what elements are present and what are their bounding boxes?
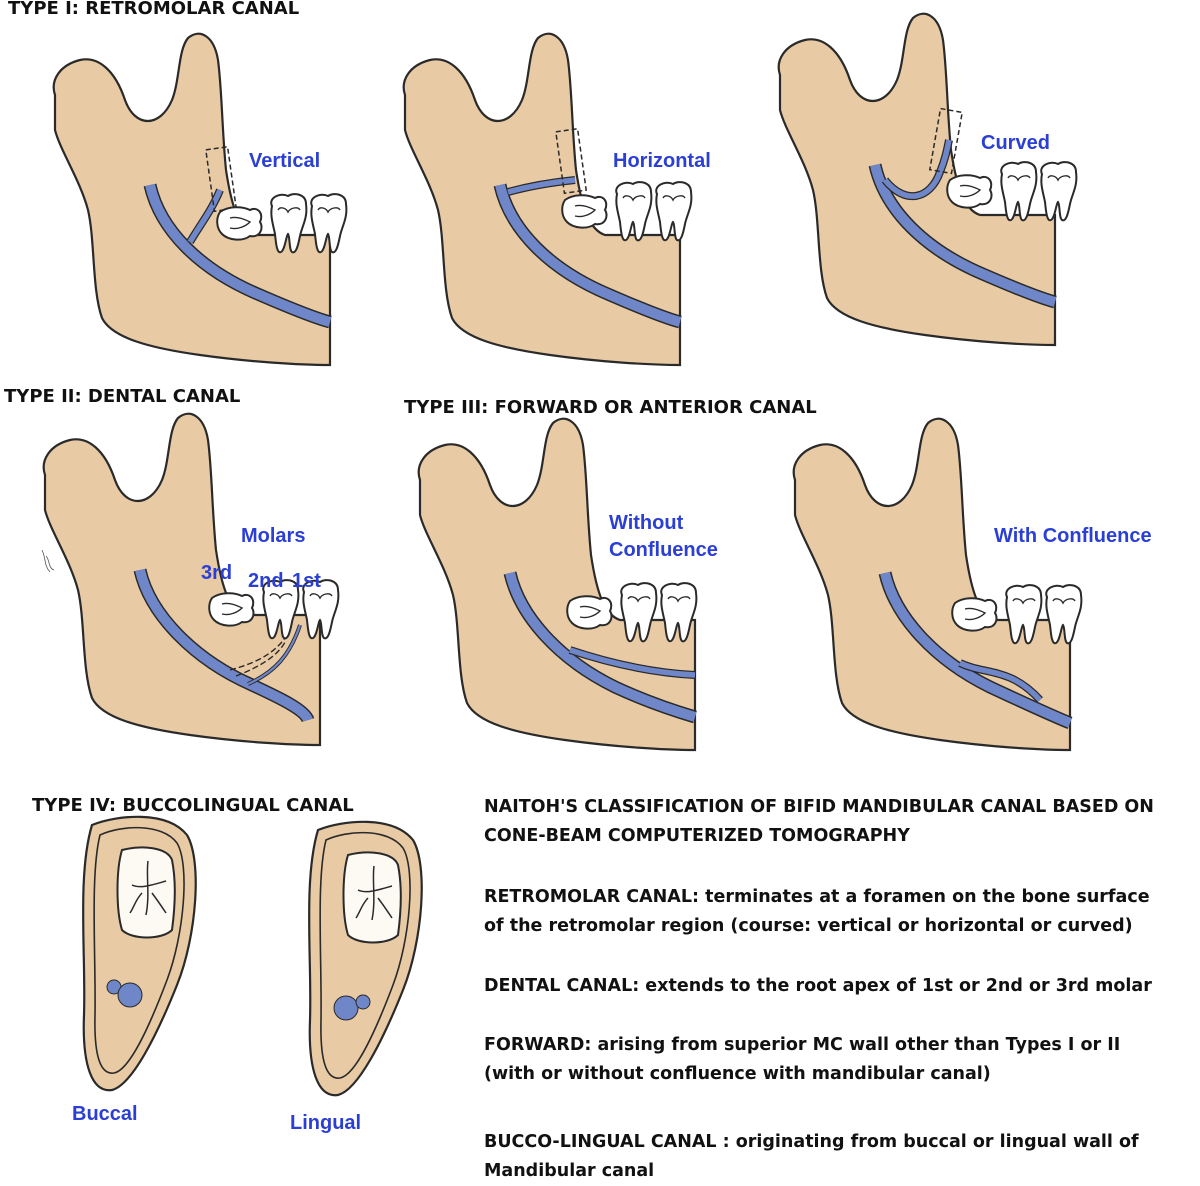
type1-horizontal-panel (402, 32, 692, 367)
label-3rd-molar: 3rd (201, 562, 233, 584)
type3-without-confluence-panel (417, 417, 697, 752)
legend-text-line2: (with or without confluence with mandibu… (484, 1064, 991, 1084)
legend-item-retromolar: RETROMOLAR CANAL: terminates at a forame… (484, 883, 1196, 941)
legend-text: arising from superior MC wall other than… (591, 1035, 1121, 1055)
legend-item-dental: DENTAL CANAL: extends to the root apex o… (484, 972, 1196, 1001)
legend-heading: NAITOH'S CLASSIFICATION OF BIFID MANDIBU… (484, 793, 1196, 851)
label-1st-molar: 1st (292, 570, 321, 592)
label-lingual: Lingual (290, 1112, 362, 1134)
type4-buccal-cross-section (82, 815, 197, 1092)
legend-item-buccolingual: BUCCO-LINGUAL CANAL : originating from b… (484, 1128, 1196, 1186)
label-horizontal: Horizontal (613, 150, 711, 172)
type1-vertical-panel (52, 32, 347, 367)
legend-text: extends to the root apex of 1st or 2nd o… (639, 976, 1152, 996)
label-2nd-molar: 2nd (248, 570, 284, 592)
type3-title: TYPE III: FORWARD OR ANTERIOR CANAL (404, 397, 817, 418)
type3-with-confluence-panel (792, 417, 1082, 752)
legend-text-line2: Mandibular canal (484, 1161, 655, 1181)
legend-term: DENTAL CANAL: (484, 976, 640, 996)
legend-text-line2: of the retromolar region (course: vertic… (484, 916, 1133, 936)
legend-heading-line2: CONE-BEAM COMPUTERIZED TOMOGRAPHY (484, 826, 910, 846)
type1-curved-panel (777, 12, 1077, 347)
legend-term: FORWARD: (484, 1035, 592, 1055)
legend-heading-line1: NAITOH'S CLASSIFICATION OF BIFID MANDIBU… (484, 797, 1154, 817)
type4-title: TYPE IV: BUCCOLINGUAL CANAL (32, 795, 354, 816)
label-molars: Molars (241, 525, 306, 547)
type1-title: TYPE I: RETROMOLAR CANAL (8, 0, 300, 19)
label-vertical: Vertical (249, 150, 321, 172)
legend-term: BUCCO-LINGUAL CANAL : (484, 1132, 730, 1152)
legend-item-forward: FORWARD: arising from superior MC wall o… (484, 1031, 1196, 1089)
type2-title: TYPE II: DENTAL CANAL (4, 386, 241, 407)
type2-dental-panel (41, 412, 338, 747)
label-with-confluence: With Confluence (994, 525, 1152, 547)
label-curved: Curved (981, 132, 1050, 154)
label-buccal: Buccal (72, 1103, 138, 1125)
label-without: Without (609, 512, 684, 534)
label-confluence: Confluence (609, 539, 718, 561)
legend-text: originating from buccal or lingual wall … (729, 1132, 1139, 1152)
type4-lingual-cross-section (308, 820, 423, 1097)
legend-text: terminates at a foramen on the bone surf… (699, 887, 1150, 907)
legend-term: RETROMOLAR CANAL: (484, 887, 699, 907)
